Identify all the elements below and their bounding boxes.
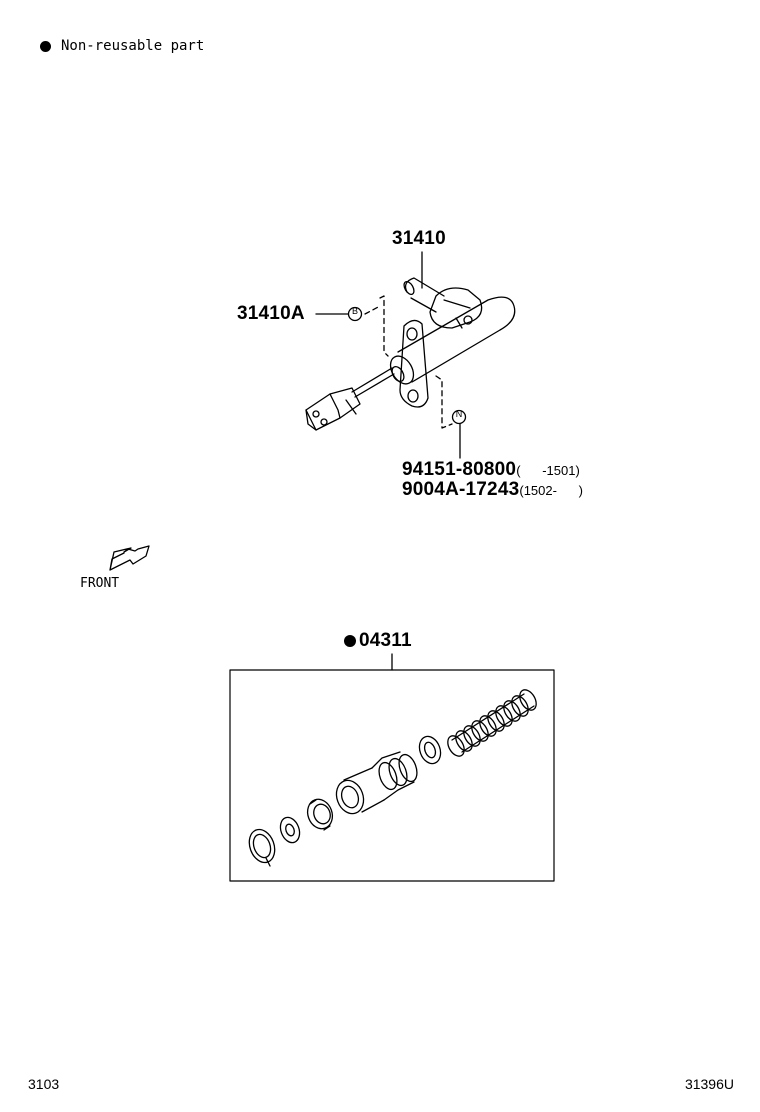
nut-new-range: (1502- ) [519, 483, 583, 498]
non-reusable-bullet-icon [40, 40, 51, 52]
repair-kit-parts-drawing [248, 689, 537, 867]
front-label: FRONT [80, 576, 120, 591]
callout-n-label: N [455, 409, 463, 419]
repair-kit-box [229, 669, 555, 882]
callout-b-label: B [351, 306, 358, 316]
non-reusable-marker-icon [344, 635, 356, 647]
legend-text: Non-reusable part [61, 38, 205, 54]
part-number-repair-kit[interactable]: 04311 [359, 630, 412, 651]
part-number-nut-old[interactable]: 94151-80800 [402, 459, 517, 480]
part-number-nut-new[interactable]: 9004A-17243 [402, 479, 520, 500]
callout-b-circle [347, 306, 363, 322]
footer-page-code: 3103 [28, 1076, 60, 1092]
footer-figure-code: 31396U [684, 1076, 734, 1092]
repair-kit-label: 04311 [344, 630, 412, 652]
master-cylinder-drawing [305, 251, 516, 459]
nut-old-row: 94151-80800( -1501) [402, 459, 580, 481]
part-number-sub-assy[interactable]: 31410A [237, 303, 305, 324]
nut-old-range: ( -1501) [516, 463, 580, 478]
front-arrow-icon [109, 545, 150, 571]
nut-new-row: 9004A-17243(1502- ) [402, 479, 583, 501]
part-number-master-cylinder[interactable]: 31410 [392, 228, 446, 249]
callout-n-circle [451, 409, 467, 425]
legend: Non-reusable part [40, 38, 204, 54]
